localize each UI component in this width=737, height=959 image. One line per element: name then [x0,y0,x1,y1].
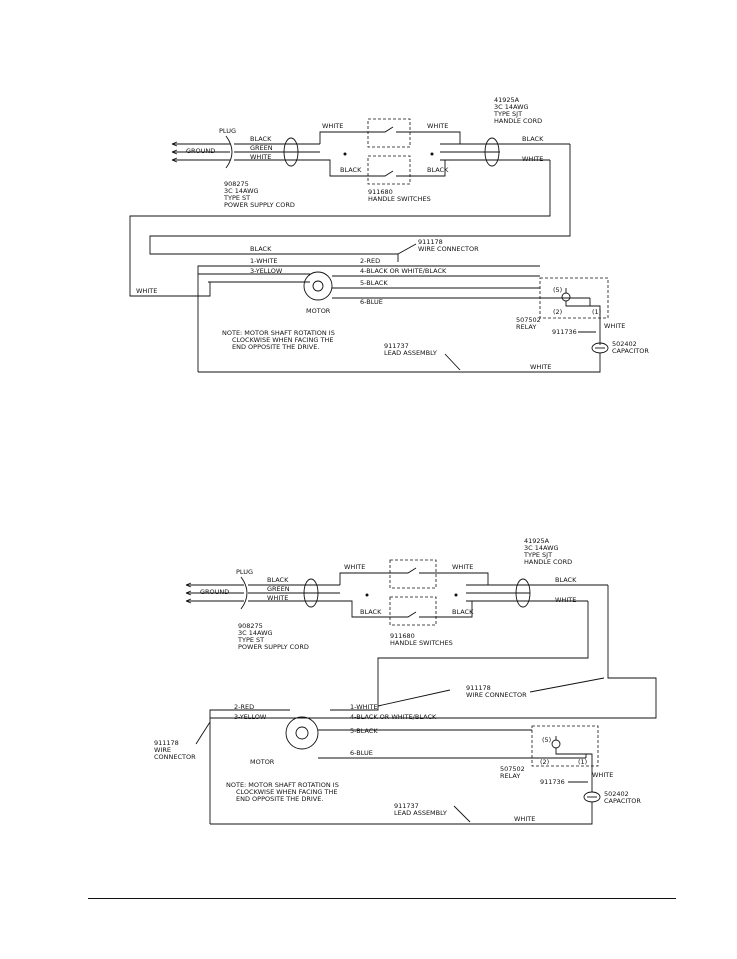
svg-text:6-BLUE: 6-BLUE [360,298,383,306]
svg-text:BLACK: BLACK [340,166,362,174]
plug-arrow-icon [185,582,192,604]
relay-coil-icon [561,292,571,302]
wire-label-green: GREEN [250,144,273,152]
diagram-bottom: PLUG GROUND BLACK GREEN WHITE WHITE WHIT… [154,537,657,825]
svg-text:2-RED: 2-RED [234,703,254,711]
svg-text:WHITE: WHITE [604,322,625,330]
motor-label: MOTOR [306,307,331,315]
svg-text:(5): (5) [542,736,551,744]
svg-text:WHITE: WHITE [267,594,288,602]
svg-text:1-WHITE: 1-WHITE [250,257,278,265]
svg-text:BLACK: BLACK [360,608,382,616]
handle-cord-label: 41925A 3C 14AWG TYPE SJT HANDLE CORD [523,537,572,566]
svg-text:WHITE: WHITE [530,363,551,371]
wire-connector-left-label: 911178 WIRE CONNECTOR [154,739,196,761]
diagram-top: PLUG GROUND BLACK GREEN WHITE WHITE WHIT… [129,96,649,373]
svg-text:5-BLACK: 5-BLACK [350,727,378,735]
wire-label-white: WHITE [250,153,271,161]
svg-text:(1): (1) [578,758,587,766]
svg-text:WHITE: WHITE [427,122,448,130]
supply-cord-sleeve [303,578,319,608]
handle-cord-sleeve [484,137,500,167]
svg-text:3-YELLOW: 3-YELLOW [250,267,283,275]
supply-cord-label: 908275 3C 14AWG TYPE ST POWER SUPPLY COR… [223,180,295,209]
svg-text:4-BLACK OR WHITE/BLACK: 4-BLACK OR WHITE/BLACK [350,713,437,721]
svg-text:911736: 911736 [540,778,565,786]
svg-text:GREEN: GREEN [267,585,290,593]
supply-cord-label: 908275 3C 14AWG TYPE ST POWER SUPPLY COR… [237,622,309,651]
relay-label: 507502 RELAY [516,316,543,331]
svg-text:BLACK: BLACK [250,245,272,253]
svg-text:5-BLACK: 5-BLACK [360,279,388,287]
svg-text:4-BLACK OR WHITE/BLACK: 4-BLACK OR WHITE/BLACK [360,267,447,275]
svg-text:911736: 911736 [552,328,577,336]
plug-label: PLUG [219,127,236,135]
svg-text:2-RED: 2-RED [360,257,380,265]
svg-text:WHITE: WHITE [136,287,157,295]
svg-text:1-WHITE: 1-WHITE [350,703,378,711]
relay-coil-icon [551,739,561,749]
svg-text:6-BLUE: 6-BLUE [350,749,373,757]
svg-text:PLUG: PLUG [236,568,253,576]
handle-cord-label: 41925A 3C 14AWG TYPE SJT HANDLE CORD [493,96,542,125]
lead-assembly-label: 911737 LEAD ASSEMBLY [384,342,437,357]
relay-label: 507502 RELAY [500,765,527,780]
svg-text:3-YELLOW: 3-YELLOW [234,713,267,721]
svg-text:BLACK: BLACK [555,576,577,584]
svg-text:WHITE: WHITE [452,563,473,571]
handle-switches-label: 911680 HANDLE SWITCHES [368,188,431,203]
svg-text:BLACK: BLACK [522,135,544,143]
ground-label: GROUND [186,147,215,155]
capacitor-label: 502402 CAPACITOR [604,790,641,805]
capacitor-label: 502402 CAPACITOR [612,340,649,355]
motor-icon [303,271,333,301]
plug-icon [225,135,233,169]
wire-connector-label: 911178 WIRE CONNECTOR [418,238,479,253]
handle-switches-label: 911680 HANDLE SWITCHES [390,632,453,647]
svg-text:(5): (5) [553,286,562,294]
footer-rule [88,898,676,899]
handle-cord-sleeve [515,578,531,608]
svg-text:(2): (2) [540,758,549,766]
svg-text:WHITE: WHITE [522,155,543,163]
lead-assembly-label: 911737 LEAD ASSEMBLY [394,802,447,817]
wire-label-black: BLACK [250,135,272,143]
plug-icon [240,576,248,610]
motor-label: MOTOR [250,758,275,766]
supply-cord-sleeve [283,137,299,167]
svg-text:WHITE: WHITE [592,771,613,779]
handle-switch-upper [389,559,437,589]
svg-text:(2): (2) [553,308,562,316]
svg-text:WHITE: WHITE [322,122,343,130]
svg-text:(1): (1) [592,308,601,316]
svg-text:WHITE: WHITE [514,815,535,823]
rotation-note: NOTE: MOTOR SHAFT ROTATION IS CLOCKWISE … [222,329,337,351]
svg-text:WHITE: WHITE [555,596,576,604]
handle-switch-lower [389,596,437,626]
plug-arrow-icon [171,141,178,163]
relay-box [531,725,599,767]
svg-text:BLACK: BLACK [427,166,449,174]
wire-connector-label: 911178 WIRE CONNECTOR [466,684,527,699]
handle-switch-upper [367,118,411,148]
handle-switch-lower [367,155,411,185]
plug-wires [172,143,230,161]
svg-text:WHITE: WHITE [344,563,365,571]
rotation-note: NOTE: MOTOR SHAFT ROTATION IS CLOCKWISE … [226,781,341,803]
svg-text:BLACK: BLACK [452,608,474,616]
svg-text:BLACK: BLACK [267,576,289,584]
svg-text:GROUND: GROUND [200,588,229,596]
motor-icon [285,716,319,750]
relay-box [539,277,609,319]
